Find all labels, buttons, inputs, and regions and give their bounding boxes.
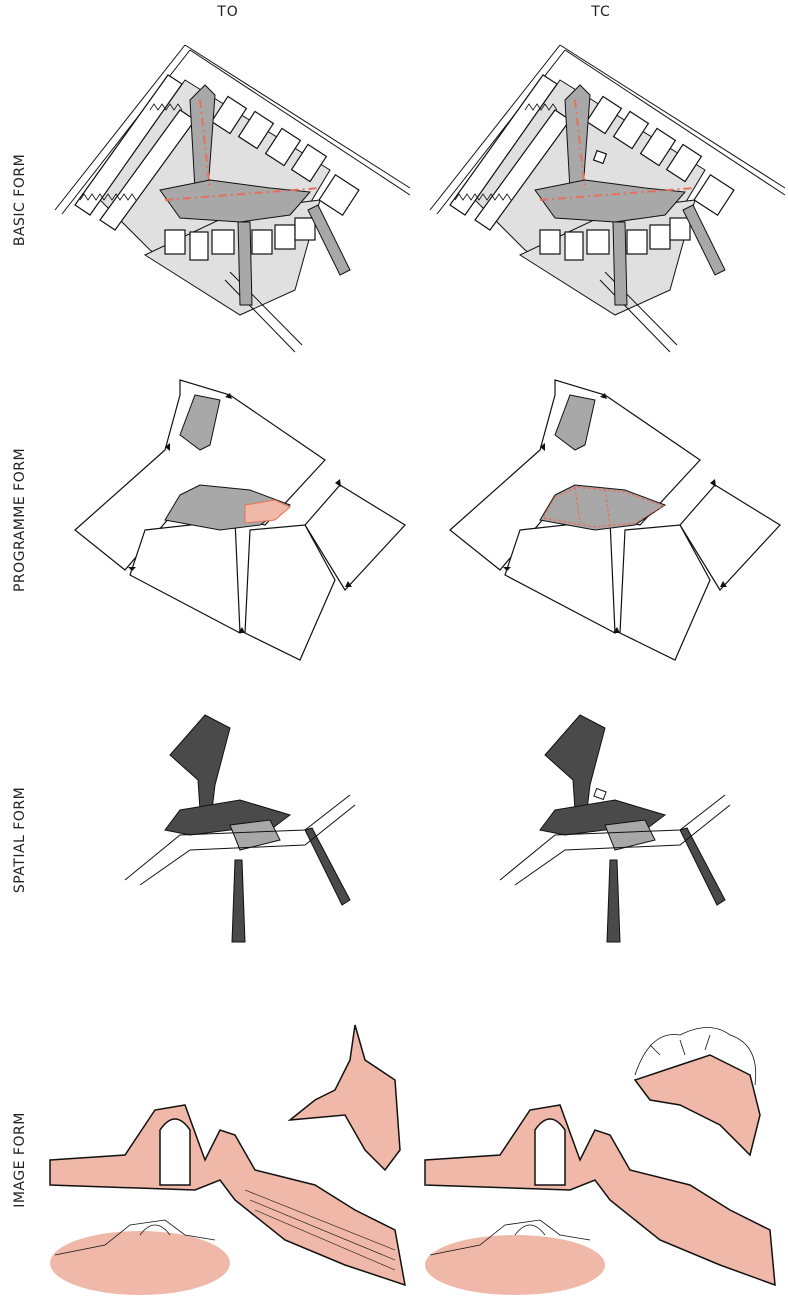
programme-form-tc-panel — [445, 375, 785, 665]
spatial-form-tc-panel — [495, 710, 735, 950]
spatial-form-to-plan — [120, 710, 360, 950]
spatial-form-to-panel — [120, 710, 360, 950]
basic-form-to-panel — [40, 40, 410, 355]
basic-form-to-plan — [40, 40, 410, 355]
basic-form-tc-plan — [415, 40, 785, 355]
column-heading-tc: TC — [571, 4, 631, 20]
image-form-tc-drawing — [420, 1015, 785, 1295]
image-form-to-drawing — [45, 1020, 410, 1295]
column-heading-to: TO — [198, 4, 258, 20]
row-label-programme-form: PROGRAMME FORM — [0, 440, 40, 600]
row-label-spatial-form: SPATIAL FORM — [0, 760, 40, 920]
spatial-form-tc-plan — [495, 710, 735, 950]
image-form-tc-panel — [420, 1015, 785, 1295]
programme-form-tc-plan — [445, 375, 785, 665]
programme-form-to-plan — [70, 375, 410, 665]
basic-form-tc-panel — [415, 40, 785, 355]
row-label-image-form: IMAGE FORM — [0, 1080, 40, 1240]
programme-form-to-panel — [70, 375, 410, 665]
row-label-basic-form: BASIC FORM — [0, 120, 40, 280]
image-form-to-panel — [45, 1020, 410, 1295]
